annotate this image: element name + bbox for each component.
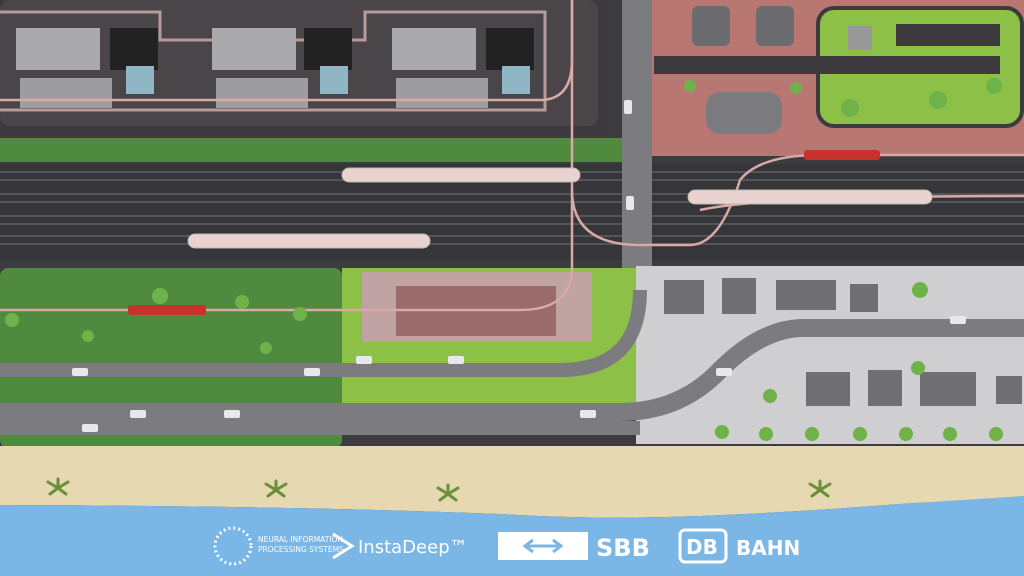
industrial-district <box>652 0 1024 156</box>
db-mark-icon <box>678 528 728 564</box>
sbb-logo: SBB <box>498 532 650 562</box>
beach <box>0 446 1024 518</box>
neurips-mark-icon <box>213 526 253 566</box>
db-wordmark: BAHN <box>736 536 800 560</box>
house-block-1 <box>16 28 158 108</box>
house-block-2 <box>212 28 352 108</box>
db-mark-text: DB <box>686 535 718 559</box>
neurips-logo: NEURAL INFORMATION PROCESSING SYSTEMS <box>213 526 344 566</box>
train-icon <box>128 150 933 315</box>
grass-strip-top <box>0 138 625 162</box>
car-icon <box>72 100 966 432</box>
overhead-lines <box>0 0 1024 312</box>
neurips-line1: NEURAL INFORMATION <box>258 535 343 544</box>
main-road-vertical <box>622 0 652 300</box>
tree-icon <box>5 78 1003 441</box>
neurips-line2: PROCESSING SYSTEMS <box>258 545 344 554</box>
instadeep-wordmark: InstaDeep™ <box>358 537 468 558</box>
suburban-houses <box>664 278 1022 406</box>
house-block-3 <box>392 28 534 108</box>
palm-tree-icon <box>46 477 832 502</box>
sbb-wordmark: SBB <box>596 534 650 562</box>
residential-district <box>0 0 610 138</box>
instadeep-logo: InstaDeep™ <box>332 532 468 560</box>
db-logo: DB BAHN <box>678 528 800 564</box>
train-station <box>362 272 592 342</box>
instadeep-arrow-icon <box>332 532 355 560</box>
